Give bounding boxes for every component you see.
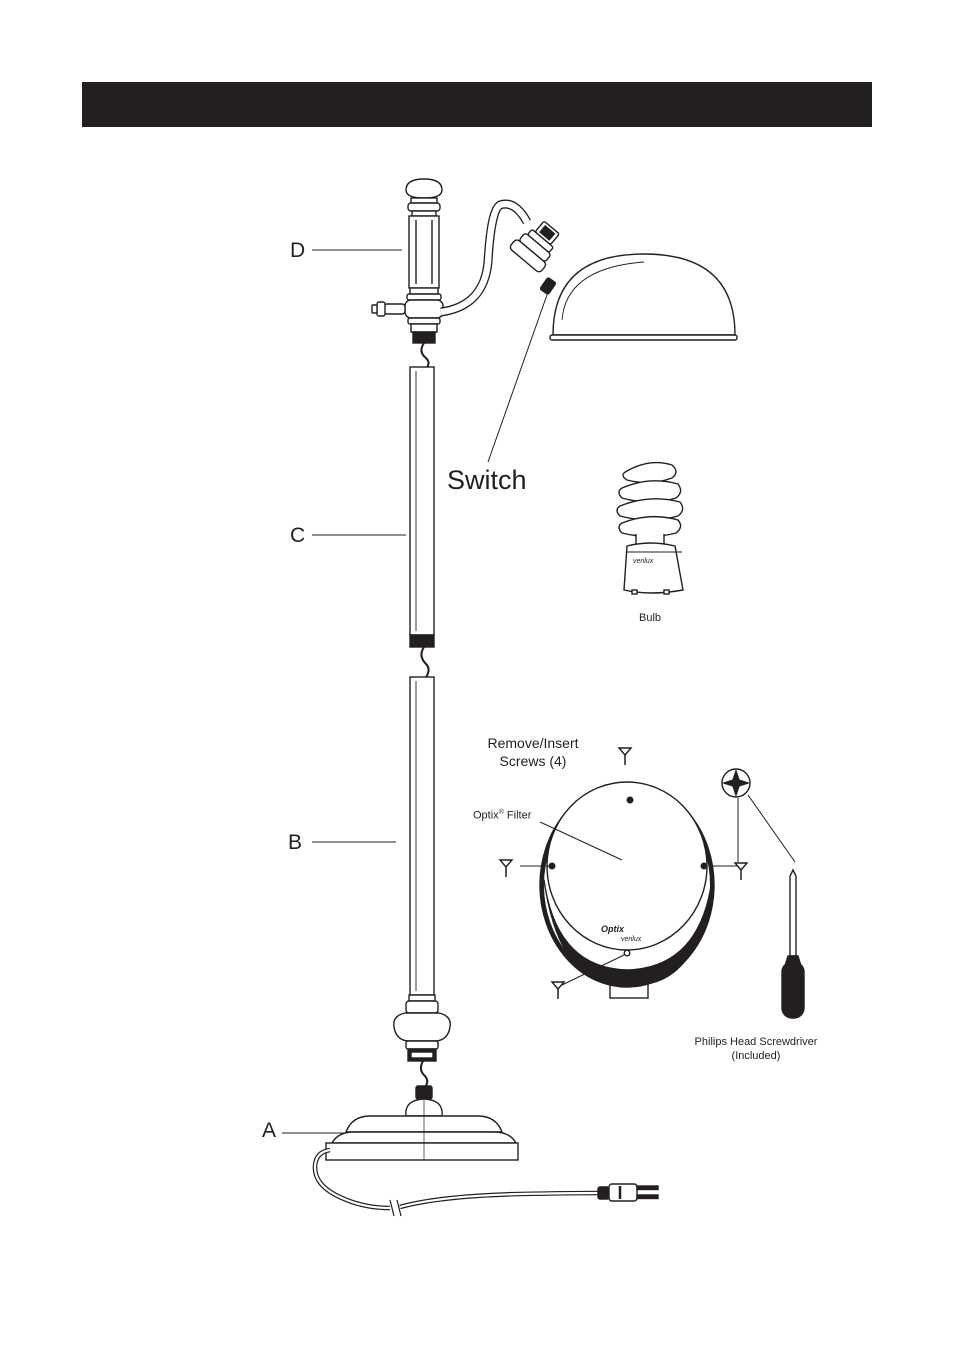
screw-icon [552, 982, 564, 999]
filter-instruction-line2: Screws (4) [470, 754, 596, 768]
lamp-base-section-a [315, 1086, 658, 1216]
filter-label-suffix: Filter [507, 810, 531, 822]
screwdriver-label-line2: (Included) [680, 1051, 832, 1062]
lamp-top-section-d [372, 179, 737, 370]
bulb-brand-logo: verilux [633, 558, 653, 565]
filter-logo-optix: Optix [601, 924, 624, 934]
lamp-tube-section-b [394, 677, 451, 1088]
filter-logo-brand: verilux [621, 936, 641, 943]
screw-icon [619, 748, 631, 765]
screw-icon [500, 860, 512, 877]
bulb-label: Bulb [639, 613, 661, 624]
part-label-b: B [288, 832, 302, 853]
cfl-bulb-icon [617, 463, 683, 594]
switch-label: Switch [447, 467, 527, 494]
filter-label: Optix® Filter [473, 809, 531, 822]
optix-filter-diagram [500, 748, 747, 999]
screwdriver-label-line1: Philips Head Screwdriver [680, 1037, 832, 1048]
filter-instruction-line1: Remove/Insert [470, 736, 596, 750]
part-label-a: A [262, 1120, 276, 1141]
screw-icon [735, 863, 747, 880]
philips-screwdriver-icon [722, 769, 804, 1018]
lamp-tube-section-c [410, 367, 434, 680]
part-label-d: D [290, 240, 305, 261]
part-label-c: C [290, 525, 305, 546]
filter-label-name: Optix [473, 810, 499, 822]
